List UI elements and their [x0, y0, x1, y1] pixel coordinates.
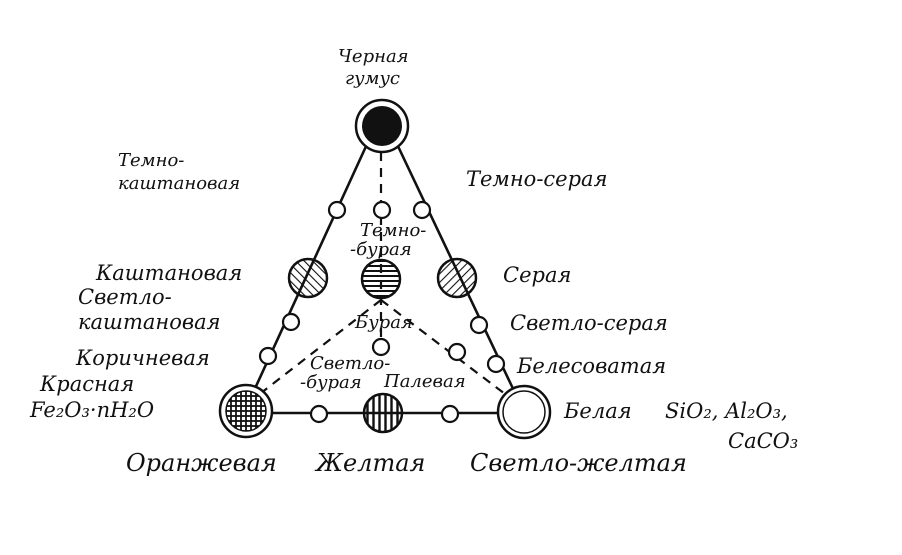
temno-kashtanovaya-label-1: Темно- [118, 150, 184, 171]
light-yellow-inner [502, 390, 546, 434]
svetlo-zheltaya-label: Светло-желтая [470, 449, 687, 477]
buraya-label: Бурая [354, 312, 413, 333]
palevaya-label: Палевая [383, 371, 466, 392]
temno-seraya-label: Темно-серая [466, 167, 607, 191]
dashed-right-diag [380, 299, 514, 401]
small-circle-bottom-right [440, 404, 460, 424]
orange-fill [225, 390, 267, 432]
caco-formula-label: CaCO₃ [728, 429, 798, 453]
small-circle-left-low [258, 346, 278, 366]
apex-label-1: Черная [338, 46, 409, 67]
yellow-circle [362, 392, 404, 434]
zheltaya-label: Желтая [314, 449, 425, 477]
small-circle-right-low [486, 354, 506, 374]
seraya-label: Серая [503, 263, 571, 287]
large-circles [218, 98, 552, 440]
apex-label-2: гумус [345, 68, 400, 89]
dark-brown-circle [360, 258, 402, 300]
svetlo-buraya-label-2: -бурая [300, 372, 362, 393]
belesovataya-label: Белесоватая [516, 354, 666, 378]
sio-formula-label: SiO₂, Al₂O₃, [665, 399, 788, 423]
oranzhevaya-label: Оранжевая [126, 449, 277, 477]
chestnut-circle [287, 257, 329, 299]
small-circles [258, 200, 506, 424]
svetlo-kashtanovaya-label-1: Светло- [78, 285, 172, 309]
temno-kashtanovaya-label-2: каштановая [118, 173, 240, 194]
belaya-label: Белая [563, 399, 632, 423]
small-circle-right-upper [412, 200, 432, 220]
small-circle-center-mid [371, 337, 391, 357]
krasnaya-label: Красная [39, 372, 134, 396]
small-circle-bottom-left [309, 404, 329, 424]
korichnevaya-label: Коричневая [75, 346, 210, 370]
svetlo-buraya-label-1: Светло- [310, 353, 390, 374]
small-circle-center-upper [372, 200, 392, 220]
labels: Черная гумус Темно- каштановая Темно-сер… [29, 46, 798, 477]
dashed-lines [251, 152, 514, 401]
dashed-left-diag [251, 299, 382, 401]
temno-buraya-label-1: Темно- [360, 220, 426, 241]
small-circle-left-mid [281, 312, 301, 332]
small-circle-right-mid [469, 315, 489, 335]
small-circle-left-upper [327, 200, 347, 220]
svetlo-seraya-label: Светло-серая [510, 311, 668, 335]
gray-circle [436, 257, 478, 299]
temno-buraya-label-2: -бурая [350, 239, 412, 260]
small-circle-right-dashed [447, 342, 467, 362]
kashtanovaya-label: Каштановая [95, 261, 242, 285]
svetlo-kashtanovaya-label-2: каштановая [78, 310, 221, 334]
fe-formula-label: Fe₂O₃·nH₂O [29, 398, 154, 422]
black-humus-fill [362, 106, 402, 146]
